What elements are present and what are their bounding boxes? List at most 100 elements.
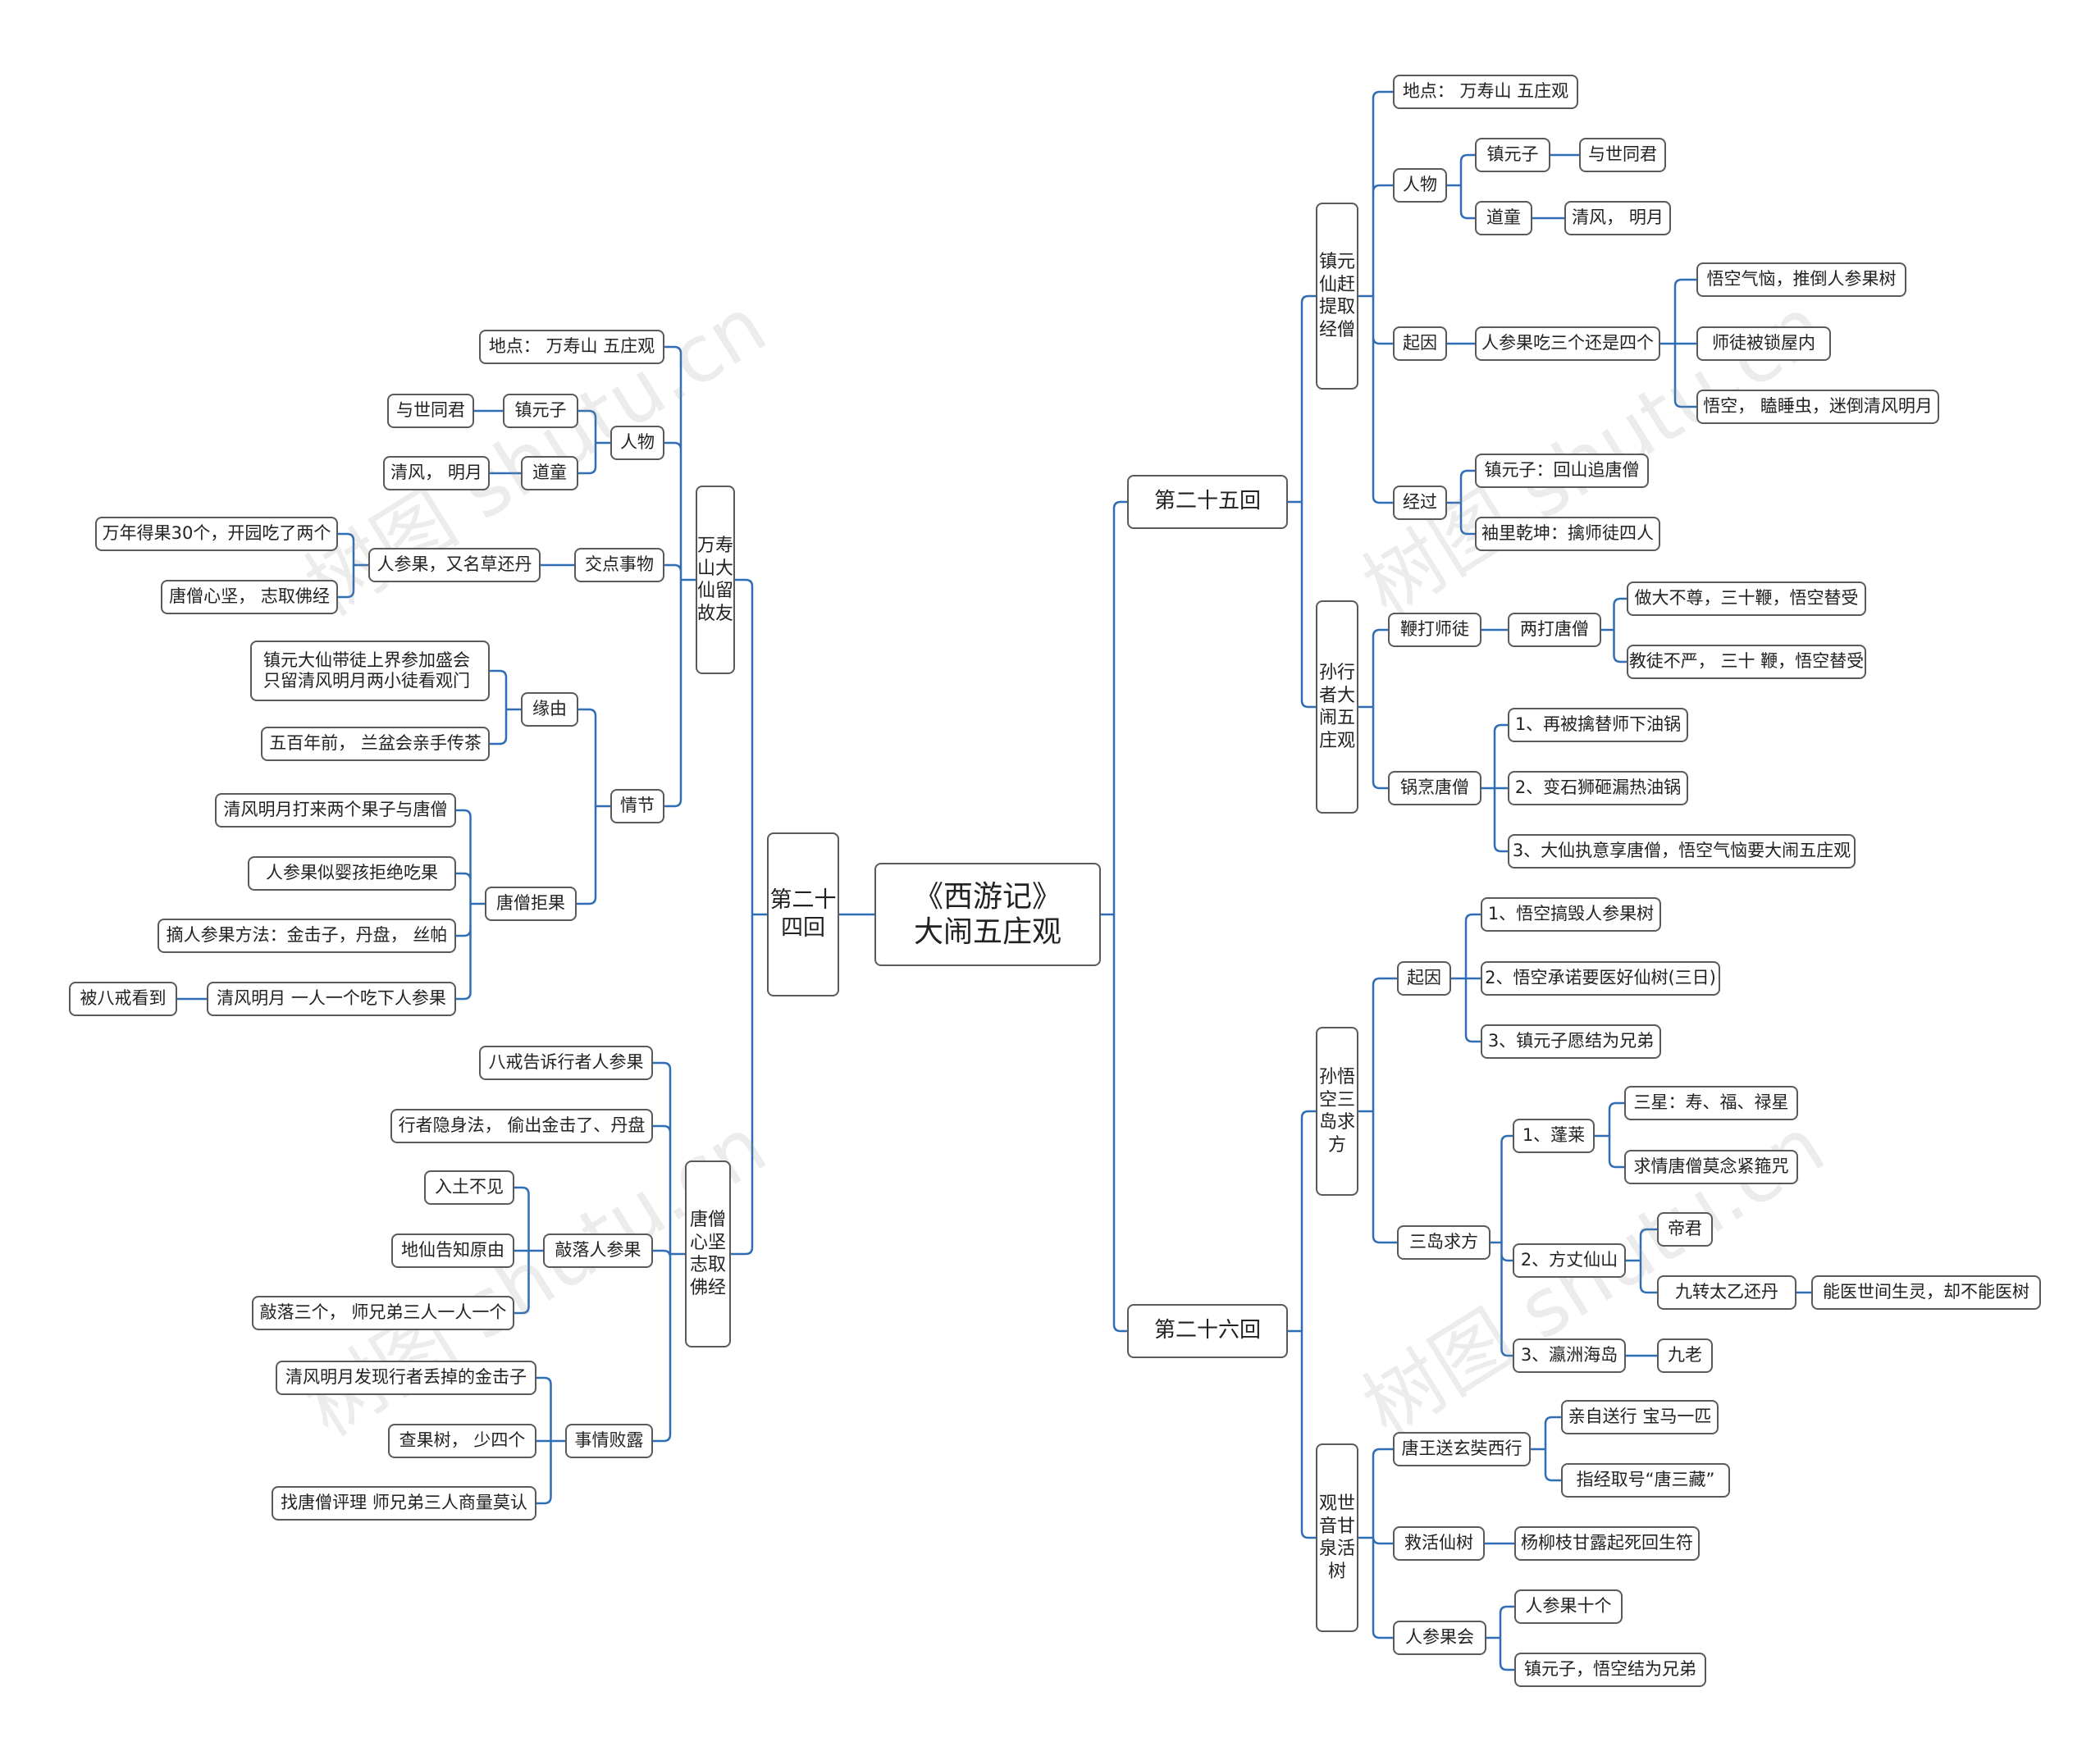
ch26-meet[interactable]: 人参果会	[1393, 1621, 1486, 1655]
connector-c26a1-right	[1451, 913, 1481, 1043]
ch24-plot-refuse-2[interactable]: 人参果似婴孩拒绝吃果	[248, 856, 456, 891]
connector-c25a2-right	[1447, 153, 1475, 220]
ch26-cause-1[interactable]: 1、悟空搞毁人参果树	[1481, 897, 1661, 932]
connector-c24a4a-left	[490, 669, 521, 746]
ch26-penglai-2[interactable]: 求情唐僧莫念紧箍咒	[1624, 1150, 1798, 1184]
ch24-plot-refuse[interactable]: 唐僧拒果	[485, 887, 577, 921]
ch25-people-daotong-names[interactable]: 清风， 明月	[1564, 201, 1671, 235]
ch25-whip-1[interactable]: 做大不尊，三十鞭，悟空替受	[1627, 581, 1866, 616]
ch25-cook-2[interactable]: 2、变石狮砸漏热油锅	[1508, 771, 1688, 805]
ch25-cook-1[interactable]: 1、再被擒替师下油锅	[1508, 708, 1688, 742]
ch24-plot[interactable]: 情节	[610, 789, 664, 823]
connector-c24a4b-left	[456, 809, 485, 1001]
chapter-26[interactable]: 第二十六回	[1127, 1304, 1288, 1358]
connector-c26b3-right	[1486, 1605, 1514, 1671]
ch25-people-daotong[interactable]: 道童	[1475, 201, 1532, 235]
ch26-cause-2[interactable]: 2、悟空承诺要医好仙树(三日)	[1481, 961, 1720, 996]
ch24-invisible-steal[interactable]: 行者隐身法， 偷出金击了、丹盘	[390, 1109, 653, 1143]
ch24-people-daotong-names[interactable]: 清风， 明月	[383, 456, 490, 490]
ch24-knock-1[interactable]: 入土不见	[424, 1170, 514, 1205]
ch25-people[interactable]: 人物	[1393, 168, 1447, 203]
ch25-branch-chase[interactable]: 镇元仙赶提取经僧	[1316, 203, 1358, 390]
ch26-islands[interactable]: 三岛求方	[1397, 1225, 1491, 1260]
connector-c25b2-right	[1481, 723, 1508, 853]
ch24-people[interactable]: 人物	[610, 426, 664, 460]
ch24-plot-reason-1[interactable]: 镇元大仙带徒上界参加盛会 只留清风明月两小徒看观门	[250, 641, 490, 701]
chapter-25[interactable]: 第二十五回	[1127, 475, 1288, 529]
connector-c25b1a-right	[1601, 597, 1627, 663]
ch26-cause-3[interactable]: 3、镇元子愿结为兄弟	[1481, 1024, 1661, 1059]
ch24-people-zhenyuan-title[interactable]: 与世同君	[387, 394, 474, 428]
connector-c26a2b-right	[1626, 1228, 1657, 1294]
ch24-plot-refuse-4-seen[interactable]: 被八戒看到	[69, 982, 177, 1016]
ch25-cause-ginseng[interactable]: 人参果吃三个还是四个	[1475, 326, 1660, 361]
ch25-people-zhenyuan[interactable]: 镇元子	[1475, 138, 1550, 172]
ch25-people-zhenyuan-title[interactable]: 与世同君	[1579, 138, 1666, 172]
root-topic[interactable]: 《西游记》 大闹五庄观	[874, 863, 1101, 966]
connector-c26b-right	[1358, 1448, 1393, 1639]
connector-c24b3-left	[514, 1186, 543, 1315]
ch25-pass-1[interactable]: 镇元子：回山追唐僧	[1475, 454, 1649, 488]
ch25-pass[interactable]: 经过	[1393, 486, 1447, 520]
ch25-cause[interactable]: 起因	[1393, 326, 1447, 361]
ch25-cause-1[interactable]: 悟空气恼，推倒人参果树	[1696, 262, 1906, 297]
ch26-yingzhou-1[interactable]: 九老	[1657, 1338, 1713, 1373]
ch24-reveal-1[interactable]: 清风明月发现行者丢掉的金击子	[276, 1361, 536, 1395]
ch24-knock-3[interactable]: 敲落三个， 师兄弟三人一人一个	[252, 1296, 514, 1330]
ch26-penglai-1[interactable]: 三星：寿、福、禄星	[1624, 1086, 1798, 1120]
ch25-location[interactable]: 地点： 万寿山 五庄观	[1393, 75, 1578, 109]
ch24-plot-refuse-3[interactable]: 摘人参果方法：金击子，丹盘， 丝帕	[158, 919, 456, 953]
ch24-people-zhenyuan[interactable]: 镇元子	[503, 394, 578, 428]
chapter-24[interactable]: 第二十四回	[767, 832, 839, 996]
ch26-meet-2[interactable]: 镇元子，悟空结为兄弟	[1514, 1653, 1706, 1687]
ch24-plot-reason[interactable]: 缘由	[521, 692, 578, 727]
ch26-branch-islands[interactable]: 孙悟空三岛求方	[1316, 1027, 1358, 1196]
ch25-cook[interactable]: 锅烹唐僧	[1388, 771, 1481, 805]
ch26-fangzhang-1[interactable]: 帝君	[1657, 1212, 1713, 1247]
ch25-cook-3[interactable]: 3、大仙执意享唐僧，悟空气恼要大闹五庄观	[1508, 834, 1856, 869]
ch26-save[interactable]: 救活仙树	[1393, 1526, 1485, 1561]
ch24-reveal-2[interactable]: 查果树， 少四个	[388, 1424, 536, 1458]
ch24-item-detail-1[interactable]: 万年得果30个，开园吃了两个	[95, 517, 338, 551]
ch24-branch-resolve[interactable]: 唐僧心坚志取佛经	[685, 1160, 731, 1347]
ch24-knock-2[interactable]: 地仙告知原由	[391, 1233, 514, 1268]
ch24-item-ginseng[interactable]: 人参果，又名草还丹	[368, 548, 541, 582]
ch24-people-daotong[interactable]: 道童	[521, 456, 578, 490]
ch26-send-1[interactable]: 亲自送行 宝马一匹	[1561, 1400, 1719, 1434]
connector-c26a2-right	[1491, 1134, 1513, 1357]
ch24-reveal-3[interactable]: 找唐僧评理 师兄弟三人商量莫认	[272, 1486, 536, 1521]
ch25-pass-2[interactable]: 袖里乾坤：擒师徒四人	[1475, 517, 1660, 551]
ch26-cause[interactable]: 起因	[1397, 961, 1451, 996]
ch24-knock[interactable]: 敲落人参果	[543, 1233, 653, 1268]
ch25-branch-havoc[interactable]: 孙行者大闹五庄观	[1316, 600, 1358, 814]
ch26-island-yingzhou[interactable]: 3、瀛洲海岛	[1513, 1338, 1626, 1373]
ch26-branch-revive[interactable]: 观世音甘泉活树	[1316, 1443, 1358, 1632]
ch26-send-2[interactable]: 指经取号“唐三藏”	[1561, 1463, 1730, 1498]
ch24-plot-reason-2[interactable]: 五百年前， 兰盆会亲手传茶	[261, 727, 490, 761]
ch26-island-penglai[interactable]: 1、蓬莱	[1513, 1119, 1595, 1153]
ch24-branch-friend[interactable]: 万寿山大仙留故友	[696, 486, 735, 674]
connector-c24b4-left	[536, 1376, 565, 1505]
ch25-whip-2[interactable]: 教徒不严， 三十 鞭，悟空替受	[1627, 645, 1866, 679]
connector-c26-right	[1288, 1110, 1316, 1539]
ch26-fangzhang-2-effect[interactable]: 能医世间生灵，却不能医树	[1811, 1275, 2041, 1310]
ch25-whip[interactable]: 鞭打师徒	[1388, 613, 1481, 647]
ch25-cause-2[interactable]: 师徒被锁屋内	[1696, 326, 1831, 361]
ch24-plot-refuse-1[interactable]: 清风明月打来两个果子与唐僧	[215, 793, 456, 828]
ch24-location[interactable]: 地点： 万寿山 五庄观	[479, 330, 664, 364]
ch24-bajie-tells[interactable]: 八戒告诉行者人参果	[479, 1046, 653, 1080]
ch26-meet-1[interactable]: 人参果十个	[1514, 1589, 1623, 1624]
ch26-save-1[interactable]: 杨柳枝甘露起死回生符	[1514, 1526, 1700, 1561]
ch25-cause-3[interactable]: 悟空， 瞌睡虫，迷倒清风明月	[1696, 390, 1939, 424]
ch26-island-fangzhang[interactable]: 2、方丈仙山	[1513, 1243, 1626, 1278]
ch24-item-detail-2[interactable]: 唐僧心坚， 志取佛经	[161, 580, 338, 614]
ch25-whip-twice[interactable]: 两打唐僧	[1508, 613, 1601, 647]
connector-c26b1-right	[1531, 1416, 1561, 1482]
ch24-plot-refuse-4[interactable]: 清风明月 一人一个吃下人参果	[207, 982, 456, 1016]
ch26-send[interactable]: 唐王送玄奘西行	[1393, 1432, 1531, 1466]
connector-c24b-left	[653, 1061, 685, 1443]
ch26-fangzhang-2[interactable]: 九转太乙还丹	[1657, 1275, 1796, 1310]
ch24-reveal[interactable]: 事情败露	[565, 1424, 653, 1458]
ch24-item[interactable]: 交点事物	[574, 548, 664, 582]
